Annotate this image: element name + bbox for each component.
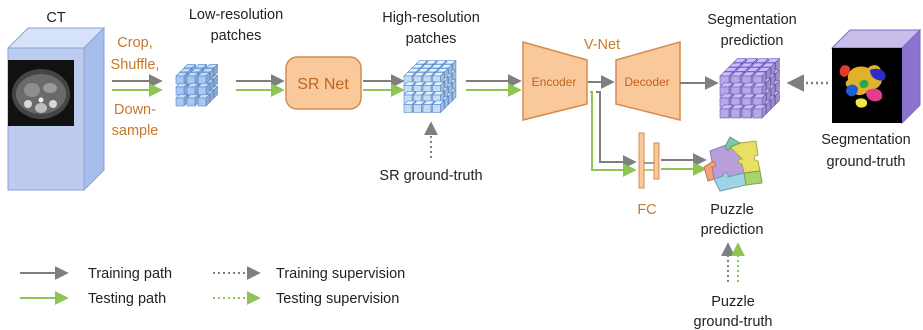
lowres-label-1: Low-resolution [189,7,283,23]
patch-cube [432,104,441,113]
sr-net-box [285,56,362,110]
legend: Training path Testing path Training supe… [20,266,405,307]
legend-testing-path: Testing path [88,291,166,307]
puzzle-pred-label-2: prediction [701,222,764,238]
patch-cube [741,108,752,119]
patch-cube [422,104,432,113]
patch-cube [175,97,185,107]
puzzle-icon [703,136,763,192]
highres-patches-icon [403,59,457,114]
seggt-label-2: ground-truth [827,154,906,170]
patch-cube [403,104,413,113]
shuffle-label: Shuffle, [111,57,160,73]
patch-cube [197,86,207,96]
segpred-label-2: prediction [721,33,784,49]
seg-gt-volume [830,28,922,125]
patch-cube [752,108,763,119]
fc-layer-1 [638,132,645,189]
vnet-label: V-Net [584,37,620,53]
encoder-label: Encoder [532,75,577,89]
patch-cube [719,108,730,119]
decoder-block [615,41,681,121]
seggt-label-1: Segmentation [821,132,910,148]
sample-label: sample [112,123,159,139]
highres-label-2: patches [406,31,457,47]
puzzle-gt-label-2: ground-truth [694,314,773,330]
patch-cube [413,104,422,113]
down-label: Down- [114,102,156,118]
legend-training-path: Training path [88,266,172,282]
patch-cube [186,75,196,85]
puzzle-gt-label-1: Puzzle [711,294,755,310]
test-arrow-to-fc [590,91,637,177]
puzzle-pred-label-1: Puzzle [710,202,754,218]
ct-volume [6,26,106,192]
fc-label: FC [637,202,656,218]
patch-cube [175,86,185,96]
seg-prediction-icon [719,57,781,119]
sr-gt-label: SR ground-truth [379,168,482,184]
patch-cube [186,86,196,96]
patch-cube [197,75,207,85]
fc-layer-2 [653,142,660,180]
legend-training-supervision: Training supervision [276,266,405,282]
lowres-label-2: patches [211,28,262,44]
patch-cube [186,97,196,107]
patch-cube [730,108,741,119]
legend-testing-supervision: Testing supervision [276,291,399,307]
segpred-label-1: Segmentation [707,12,796,28]
crop-label: Crop, [117,35,152,51]
patch-cube [175,75,185,85]
sr-net-label: SR Net [297,76,349,93]
highres-label-1: High-resolution [382,10,480,26]
encoder-block [522,41,588,121]
patch-cube [197,97,207,107]
train-arrow-to-fc [596,91,637,169]
decoder-label: Decoder [624,75,669,89]
ct-label: CT [46,10,65,26]
lowres-patches-icon [175,63,219,107]
